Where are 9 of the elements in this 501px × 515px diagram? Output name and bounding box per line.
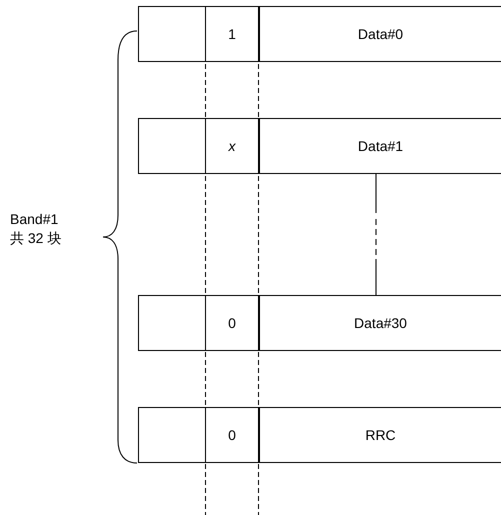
flag-cell: x (205, 118, 259, 174)
data-cell: RRC (258, 407, 501, 463)
band-label: Band#1 共 32 块 (10, 210, 62, 248)
data-cell: Data#1 (258, 118, 501, 174)
flag-cell: 0 (205, 295, 259, 351)
data-cell: Data#30 (258, 295, 501, 351)
data-cell: Data#0 (258, 6, 501, 62)
flag-cell: 1 (205, 6, 259, 62)
flag-cell: 0 (205, 407, 259, 463)
